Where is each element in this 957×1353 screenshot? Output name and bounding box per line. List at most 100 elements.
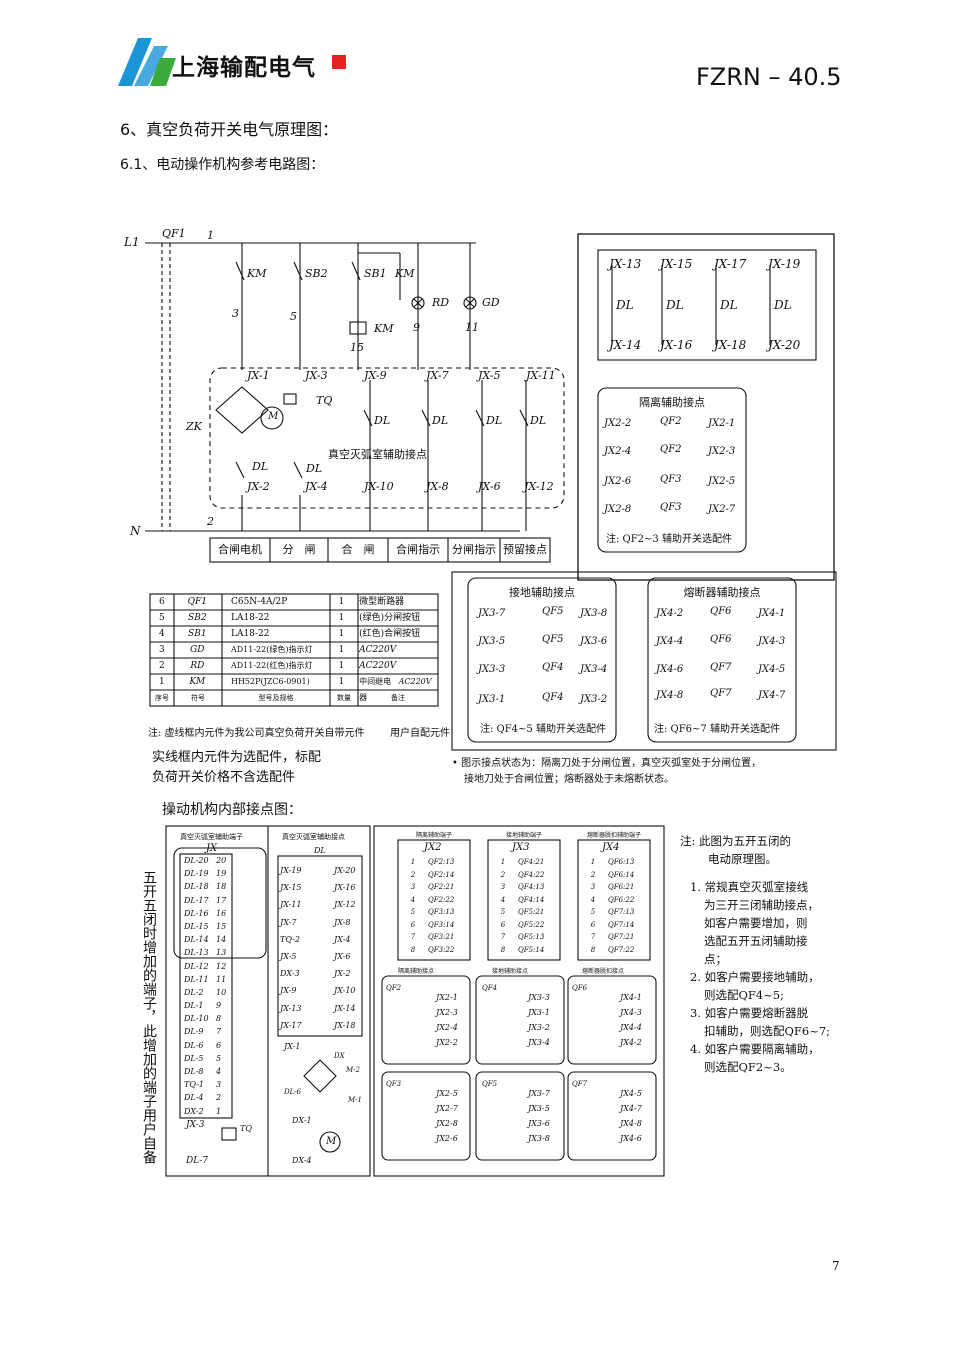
cell: DL-2 [184,987,204,997]
label-tq: TQ [316,394,333,407]
cell: SB2 [188,613,207,623]
dl-right-3: JX-8 [334,917,351,927]
dl-right-1: JX-16 [334,883,356,893]
switch-qf3: QF3 [386,1080,402,1088]
fuse-aux-panel: 熔断器辅助接点 JX4-2 QF6 JX4-1 JX4-4 QF6 JX4-3 … [648,578,796,742]
node-15: 15 [350,341,364,354]
sw3-top-3: JX4-2 [620,1038,642,1047]
terminal-jx-5: JX-5 [478,369,501,382]
sw2-bot-0: JX3-7 [528,1089,550,1098]
label-km: KM [247,267,267,280]
right-note-0: 注: 此图为五开五闭的 [680,834,792,848]
cell: LA18-22 [230,629,270,639]
cell: 4 [590,895,596,904]
cell: 1 [338,645,345,655]
function-label-motor: 合闸电机 [218,543,262,556]
motor-small-icon: M [326,1136,337,1147]
table-row: 2 RD AD11-22(红色)指示灯 1 AC220V [150,658,438,674]
fuse-l-3: JX4-8 [656,690,684,701]
dl-lower-dl6: DL-6 [284,1088,302,1096]
iso-q-1: QF2 [660,444,682,455]
jx2-table-header: 隔离辅助端子 [415,832,452,839]
fuse-q-0: QF6 [710,606,732,617]
sw1-bot-2: JX2-8 [436,1119,458,1128]
dl-right-6: JX-2 [334,969,351,979]
right-note-1: 电动原理图。 [708,852,777,866]
sw1-top-2: JX2-4 [436,1023,458,1032]
fuse-r-0: JX4-1 [758,608,786,619]
table-row: 5 SB2 LA18-22 1 (绿色)分闸按钮 [150,610,438,626]
iso-q-0: QF2 [660,416,682,427]
function-label-open-indicator: 分闸指示 [452,543,496,556]
cell: QF3:13 [428,908,455,916]
isolation-aux-panel: 隔离辅助接点 JX2-2 QF2 JX2-1 JX2-4 QF2 JX2-3 J… [598,388,746,552]
switch-group-3-bot: JX4-5 JX4-7 JX4-8 JX4-6 [620,1086,642,1146]
cell: 15 [216,921,227,931]
state-note-line-1: • 图示接点状态为：隔离刀处于分闸位置，真空灭弧室处于分闸位置， [452,758,762,769]
right-note-12: 则选配QF2~3。 [704,1060,792,1074]
right-note-5: 选配五开五闭辅助接 [704,934,808,948]
cell: TQ-1 [184,1080,204,1090]
cell: QF5:14 [518,945,545,954]
cell: QF2:21 [428,883,455,891]
cell: 中间继电器 [359,677,392,702]
fuse-l-1: JX4-4 [656,636,684,647]
iso-r-2: JX2-5 [708,476,736,487]
cell: DL-14 [184,935,209,945]
cell: QF4:13 [518,883,545,891]
switch-group-2-bot: JX3-7 JX3-5 JX3-6 JX3-8 [528,1086,550,1146]
cell: 9 [216,1001,222,1011]
iso-q-3: QF3 [660,502,682,513]
cell: 18 [216,882,227,892]
cell: 2 [500,870,506,879]
node-3: 3 [232,307,239,320]
optional-parts-note: 实线框内元件为选配件，标配 负荷开关价格不含选配件 [152,748,321,788]
dl-panel-jx-17: JX-17 [714,257,747,271]
sw1-bot-1: JX2-7 [436,1104,458,1113]
dl-panel-jx-18: JX-18 [714,338,747,352]
user-parts-note: 用户自配元件 [390,728,450,739]
fuse-panel-note: 注: QF6~7 辅助开关选配件 [654,724,780,735]
table-row: 3 GD AD11-22(绿色)指示灯 1 AC220V [150,642,438,658]
fuse-r-3: JX4-7 [758,690,786,701]
terminal-jx-7: JX-7 [426,369,449,382]
cell: AC220V [359,645,397,655]
grounding-aux-panel: 接地辅助接点 JX3-7 QF5 JX3-8 JX3-5 QF5 JX3-6 J… [468,578,616,742]
cell: QF6:14 [608,870,635,879]
table-row: 1 QF2:13 [398,856,470,869]
terminal-jx-8: JX-8 [426,480,449,493]
label-rd: RD [432,296,450,309]
cell: 3 [158,645,165,655]
cell: 8 [410,945,416,954]
cell: QF3:14 [428,920,455,929]
cell: QF1 [187,597,207,607]
sw2-bot-2: JX3-6 [528,1119,550,1128]
cell: DL-10 [184,1014,209,1024]
right-note-9: 3. 如客户需要熔断器脱 [690,1006,809,1020]
cell: QF2:13 [428,858,455,866]
table-header-row: 序号 符号 型号及规格 数量 备注 [150,690,438,706]
label-dl-3: DL [306,462,323,475]
function-label-open: 分 闸 [282,543,316,556]
iso-r-3: JX2-7 [708,504,736,515]
dl-right-0: JX-20 [334,866,356,875]
cell: HH52P(JZC6-0901) [230,677,310,686]
cell: 1 [410,858,416,866]
isolation-panel-note: 注: QF2~3 辅助开关选配件 [606,534,732,545]
switch-group-3-top: JX4-1 JX4-3 JX4-4 JX4-2 [620,990,642,1050]
dl-lower-dx: DX [334,1052,345,1060]
